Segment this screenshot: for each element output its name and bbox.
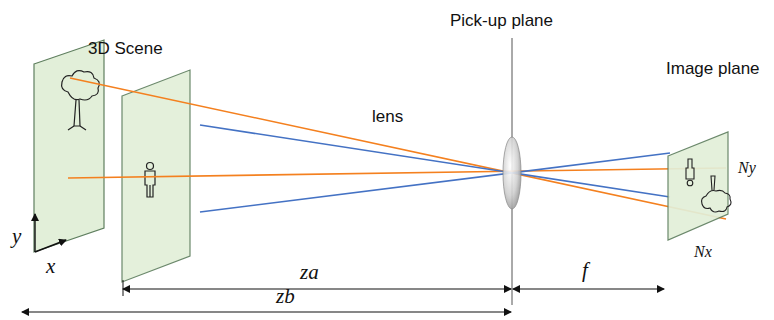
x-axis	[35, 240, 66, 252]
dimension-label: f	[582, 260, 588, 281]
pixel-count-y: Ny	[738, 160, 756, 176]
zb-dimension	[22, 311, 511, 312]
image-plane	[668, 132, 728, 240]
axis-label: x	[46, 256, 55, 277]
inverted-tree	[702, 176, 732, 212]
scene-title: 3D Scene	[88, 40, 163, 57]
tree-rays	[68, 78, 726, 219]
y-axis	[34, 214, 35, 252]
za-dimension	[123, 288, 511, 289]
person-rays	[200, 125, 670, 212]
person-icon	[145, 163, 155, 198]
lens-shape	[503, 137, 521, 209]
scene-plane-back	[34, 40, 104, 252]
pixel-count-x: Nx	[694, 244, 712, 260]
dimension-label: za	[300, 262, 319, 283]
f-dimension	[513, 288, 664, 289]
plane-title: Pick-up plane	[450, 12, 553, 29]
axis-label: y	[12, 226, 21, 247]
inverted-person	[686, 159, 694, 186]
dimension-label: zb	[276, 286, 295, 307]
za-tick	[123, 280, 124, 296]
lens-label: lens	[372, 108, 403, 125]
image-plane-title: Image plane	[666, 60, 760, 77]
